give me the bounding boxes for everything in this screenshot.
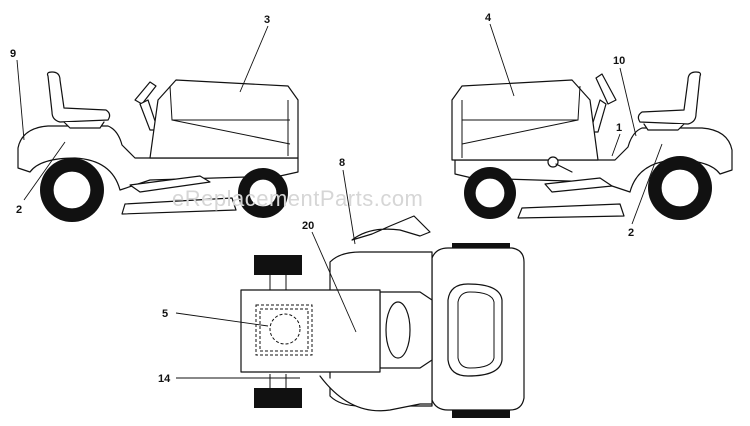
right-steering-wheel bbox=[595, 73, 617, 105]
leader-5 bbox=[175, 312, 269, 327]
watermark-text: eReplacementParts.com bbox=[172, 186, 423, 211]
top-front-tire-lower bbox=[254, 388, 302, 408]
top-steering-hub bbox=[385, 301, 411, 359]
top-seat-cushion bbox=[457, 291, 495, 369]
leader-20 bbox=[311, 231, 357, 333]
right-hood-crease bbox=[461, 119, 579, 145]
left-footrest bbox=[129, 175, 211, 193]
top-front-axle-lines bbox=[269, 275, 287, 388]
left-rear-rim bbox=[52, 170, 92, 210]
right-footrest bbox=[544, 177, 613, 193]
top-front-tire-upper bbox=[254, 255, 302, 275]
callout-14: 14 bbox=[158, 373, 171, 385]
callout-10: 10 bbox=[613, 55, 625, 67]
callout-9: 9 bbox=[10, 48, 16, 60]
left-hood-crease bbox=[171, 119, 291, 145]
top-decal-5-circle bbox=[269, 313, 301, 345]
right-rear-rim bbox=[660, 168, 700, 208]
leader-4 bbox=[489, 23, 515, 97]
top-deck-edge bbox=[319, 375, 433, 412]
leader-1 bbox=[611, 133, 621, 157]
leader-3 bbox=[239, 25, 269, 93]
top-decal-5-outline bbox=[255, 304, 313, 356]
callout-5: 5 bbox=[162, 308, 168, 320]
right-front-rim bbox=[474, 177, 506, 209]
leader-2a bbox=[23, 141, 66, 201]
top-rear-tire-upper bbox=[452, 243, 510, 251]
callout-20: 20 bbox=[302, 220, 314, 232]
left-side-view-tractor bbox=[17, 71, 299, 222]
top-view-dash bbox=[351, 215, 431, 241]
leader-8 bbox=[342, 169, 356, 245]
left-steering-wheel bbox=[134, 81, 157, 105]
left-seat-support bbox=[63, 121, 105, 129]
callout-8: 8 bbox=[339, 157, 345, 169]
leader-2b bbox=[631, 143, 663, 225]
left-mower-deck bbox=[121, 197, 237, 215]
leader-9 bbox=[16, 59, 25, 141]
callout-1: 1 bbox=[616, 122, 622, 134]
callout-2-right: 2 bbox=[628, 227, 634, 239]
left-seat bbox=[46, 71, 111, 123]
top-hood bbox=[240, 289, 381, 373]
right-mower-deck bbox=[517, 203, 625, 219]
top-seat bbox=[447, 283, 503, 377]
right-side-view-tractor bbox=[451, 71, 733, 220]
callout-labels: 9 3 2 4 10 1 2 8 20 5 14 bbox=[10, 12, 634, 385]
right-lift-knob bbox=[547, 156, 559, 168]
callout-2-left: 2 bbox=[16, 204, 22, 216]
callout-4: 4 bbox=[485, 12, 492, 24]
right-lift-lever bbox=[555, 163, 573, 173]
callout-3: 3 bbox=[264, 14, 270, 26]
leader-lines bbox=[16, 23, 663, 379]
left-front-rim bbox=[248, 178, 278, 208]
top-view-tractor bbox=[240, 215, 525, 418]
right-seat-support bbox=[643, 123, 685, 131]
leader-10 bbox=[619, 67, 637, 137]
right-seat bbox=[637, 71, 702, 125]
top-rear-tire-lower bbox=[452, 410, 510, 418]
